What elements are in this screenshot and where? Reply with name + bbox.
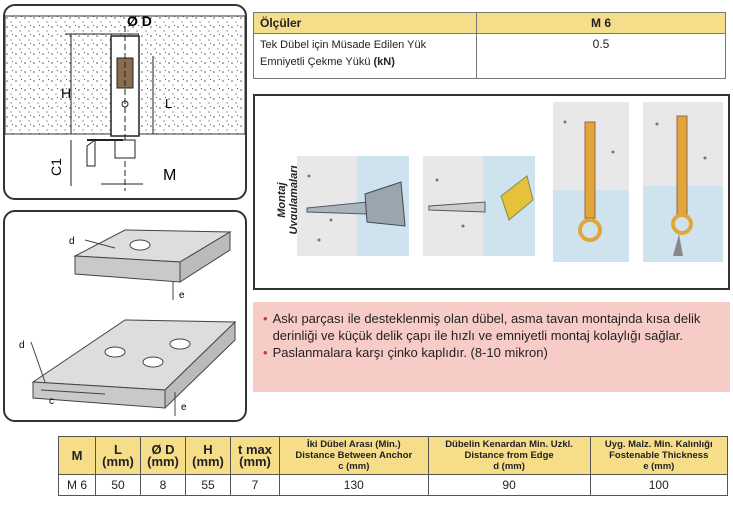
anchor-diagram-panel: Ø D H L C1 M — [3, 4, 247, 200]
cell-tmax: 7 — [230, 474, 280, 496]
plate-drawing: d e d c e — [19, 229, 237, 416]
col-header-anchor-distance: İki Dübel Arası (Min.)Distance Between A… — [279, 436, 429, 475]
load-unit: (kN) — [373, 56, 395, 68]
cell-d: 8 — [140, 474, 186, 496]
m-label: M — [163, 167, 176, 184]
plate-bottom-d-label: d — [19, 340, 25, 351]
cell-thickness: 100 — [589, 474, 729, 496]
dimensions-header-row: M L(mm) Ø D(mm) H(mm) t max(mm) İki Dübe… — [58, 436, 729, 475]
step-hammer-image — [553, 102, 629, 262]
size-header: M 6 — [476, 12, 726, 34]
col-header-h: H(mm) — [185, 436, 231, 475]
diameter-label: Ø D — [127, 13, 152, 29]
table-row: M 6 50 8 55 7 130 90 100 — [58, 474, 729, 496]
load-spec-row: Tek Dübel için Müsade Edilen Yük Emniyet… — [253, 33, 726, 79]
installation-steps-panel: Montaj Uygulamaları — [253, 94, 730, 290]
bullet-icon: • — [263, 345, 268, 360]
cell-m: M 6 — [58, 474, 96, 496]
note-item-1: • Askı parçası ile desteklenmiş olan düb… — [263, 310, 720, 344]
col-header-edge-distance: Dübelin Kenardan Min. Uzkl.Distance from… — [427, 436, 591, 475]
cell-edge-distance: 90 — [427, 474, 591, 496]
height-label: H — [61, 85, 71, 101]
load-spec-header-row: Ölçüler M 6 — [253, 12, 726, 34]
plate-bottom-e-label: e — [181, 402, 187, 413]
length-label: L — [165, 96, 172, 111]
step-mounted-image — [643, 102, 723, 262]
plate-c-label: c — [49, 396, 54, 407]
note-text-1: Askı parçası ile desteklenmiş olan dübel… — [272, 311, 701, 343]
installation-title-line1: Montaj — [276, 182, 288, 218]
load-label-line1: Tek Dübel için Müsade Edilen Yük — [260, 39, 427, 51]
col-header-m: M — [58, 436, 96, 475]
anchor-cross-section-drawing: Ø D H L C1 M — [5, 13, 245, 191]
step-insert-anchor-image — [423, 156, 535, 256]
load-label-cell: Tek Dübel için Müsade Edilen Yük Emniyet… — [253, 33, 477, 79]
col-header-l: L(mm) — [95, 436, 141, 475]
c1-label: C1 — [48, 158, 64, 176]
note-text-2: Paslanmalara karşı çinko kaplıdır. (8-10… — [272, 345, 548, 360]
dimensions-header: Ölçüler — [253, 12, 477, 34]
plate-top-e-label: e — [179, 290, 185, 301]
bullet-icon: • — [263, 311, 268, 326]
plate-diagram-panel: d e d c e — [3, 210, 247, 422]
feature-notes: • Askı parçası ile desteklenmiş olan düb… — [253, 302, 730, 392]
load-spec-table: Ölçüler M 6 Tek Dübel için Müsade Edilen… — [253, 12, 726, 79]
dimensions-table: M L(mm) Ø D(mm) H(mm) t max(mm) İki Dübe… — [58, 436, 729, 496]
load-value: 0.5 — [476, 33, 726, 79]
cell-h: 55 — [185, 474, 231, 496]
cell-anchor-distance: 130 — [279, 474, 429, 496]
note-item-2: • Paslanmalara karşı çinko kaplıdır. (8-… — [263, 344, 720, 361]
col-header-d: Ø D(mm) — [140, 436, 186, 475]
col-header-tmax: t max(mm) — [230, 436, 280, 475]
plate-top-d-label: d — [69, 236, 75, 247]
cell-l: 50 — [95, 474, 141, 496]
step-drilling-image — [297, 156, 409, 256]
load-label-line2: Emniyetli Çekme Yükü — [260, 56, 371, 68]
